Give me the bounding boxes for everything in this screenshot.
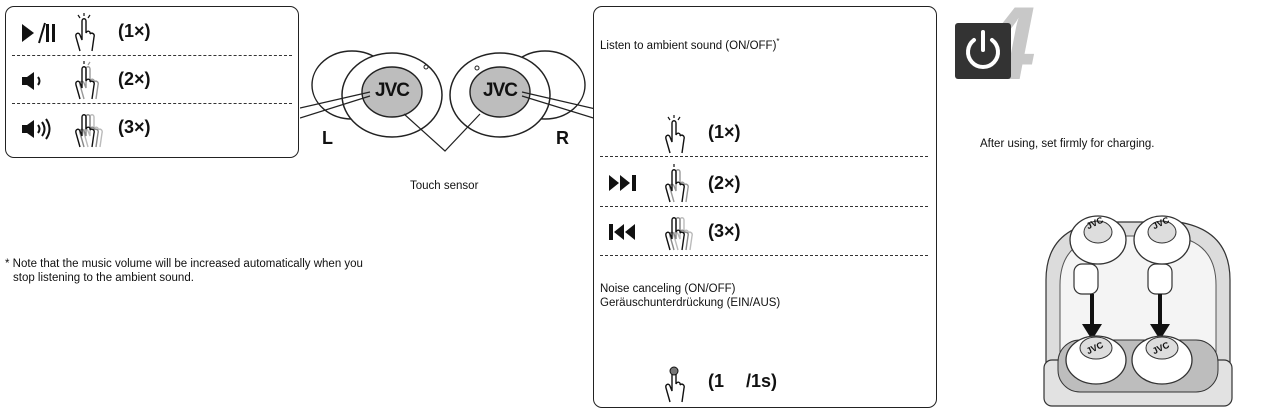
divider [600, 156, 928, 157]
next-track-icon [609, 175, 636, 191]
hold-count: (1/1s) [708, 371, 777, 392]
tap-count-2: (2×) [708, 173, 741, 193]
ambient-sound-title: Listen to ambient sound (ON/OFF)* [600, 35, 780, 53]
tap-count-1: (1×) [708, 122, 741, 142]
finger-hold-icon [665, 366, 685, 403]
volume-high-icon [22, 118, 51, 140]
finger-triple-tap-icon [75, 114, 103, 148]
charging-case-illustration [1043, 215, 1233, 407]
earbud-top-left [1069, 215, 1127, 295]
left-control-panel: (1×) (2×) (3×) [5, 6, 299, 158]
earbud-top-right [1133, 215, 1191, 295]
hold-count-part-a: (1 [708, 371, 725, 391]
right-earbud-brand: JVC [483, 80, 518, 101]
left-earbud-brand: JVC [375, 80, 410, 101]
noise-canceling-line-1: Noise canceling (ON/OFF) [600, 283, 736, 295]
divider [600, 255, 928, 256]
left-earbud [311, 50, 443, 138]
earbud-bottom-left [1065, 335, 1127, 385]
tap-count-3: (3×) [118, 117, 151, 137]
earbuds-illustration [300, 50, 600, 152]
finger-tap-icon [75, 13, 95, 52]
note-line-1: * Note that the music volume will be inc… [5, 258, 363, 270]
divider [12, 55, 292, 56]
divider [600, 206, 928, 207]
power-icon [955, 23, 1011, 79]
volume-low-icon [22, 72, 41, 90]
touch-sensor-caption: Touch sensor [410, 180, 479, 192]
right-control-panel: Listen to ambient sound (ON/OFF)* (1×) (… [593, 6, 937, 408]
divider [12, 103, 292, 104]
tap-count-2: (2×) [118, 69, 151, 89]
hold-count-part-b: /1s) [746, 371, 778, 391]
noise-canceling-line-2: Geräuschunterdrückung (EIN/AUS) [600, 297, 781, 309]
finger-double-tap-icon [75, 61, 99, 100]
tap-count-3: (3×) [708, 221, 741, 241]
finger-triple-tap-icon [665, 217, 693, 251]
right-label: R [556, 128, 569, 148]
ambient-note-mark: * [776, 37, 780, 46]
finger-tap-icon [665, 115, 685, 154]
step-caption: After using, set firmly for charging. [980, 138, 1155, 150]
left-label: L [322, 128, 333, 148]
finger-double-tap-icon [665, 164, 689, 203]
ambient-sound-title-text: Listen to ambient sound (ON/OFF) [600, 39, 777, 52]
tap-count-1: (1×) [118, 21, 151, 41]
previous-track-icon [609, 224, 635, 240]
note-line-2: stop listening to the ambient sound. [13, 272, 194, 284]
earbud-bottom-right [1131, 335, 1193, 385]
play-pause-icon [22, 22, 55, 44]
